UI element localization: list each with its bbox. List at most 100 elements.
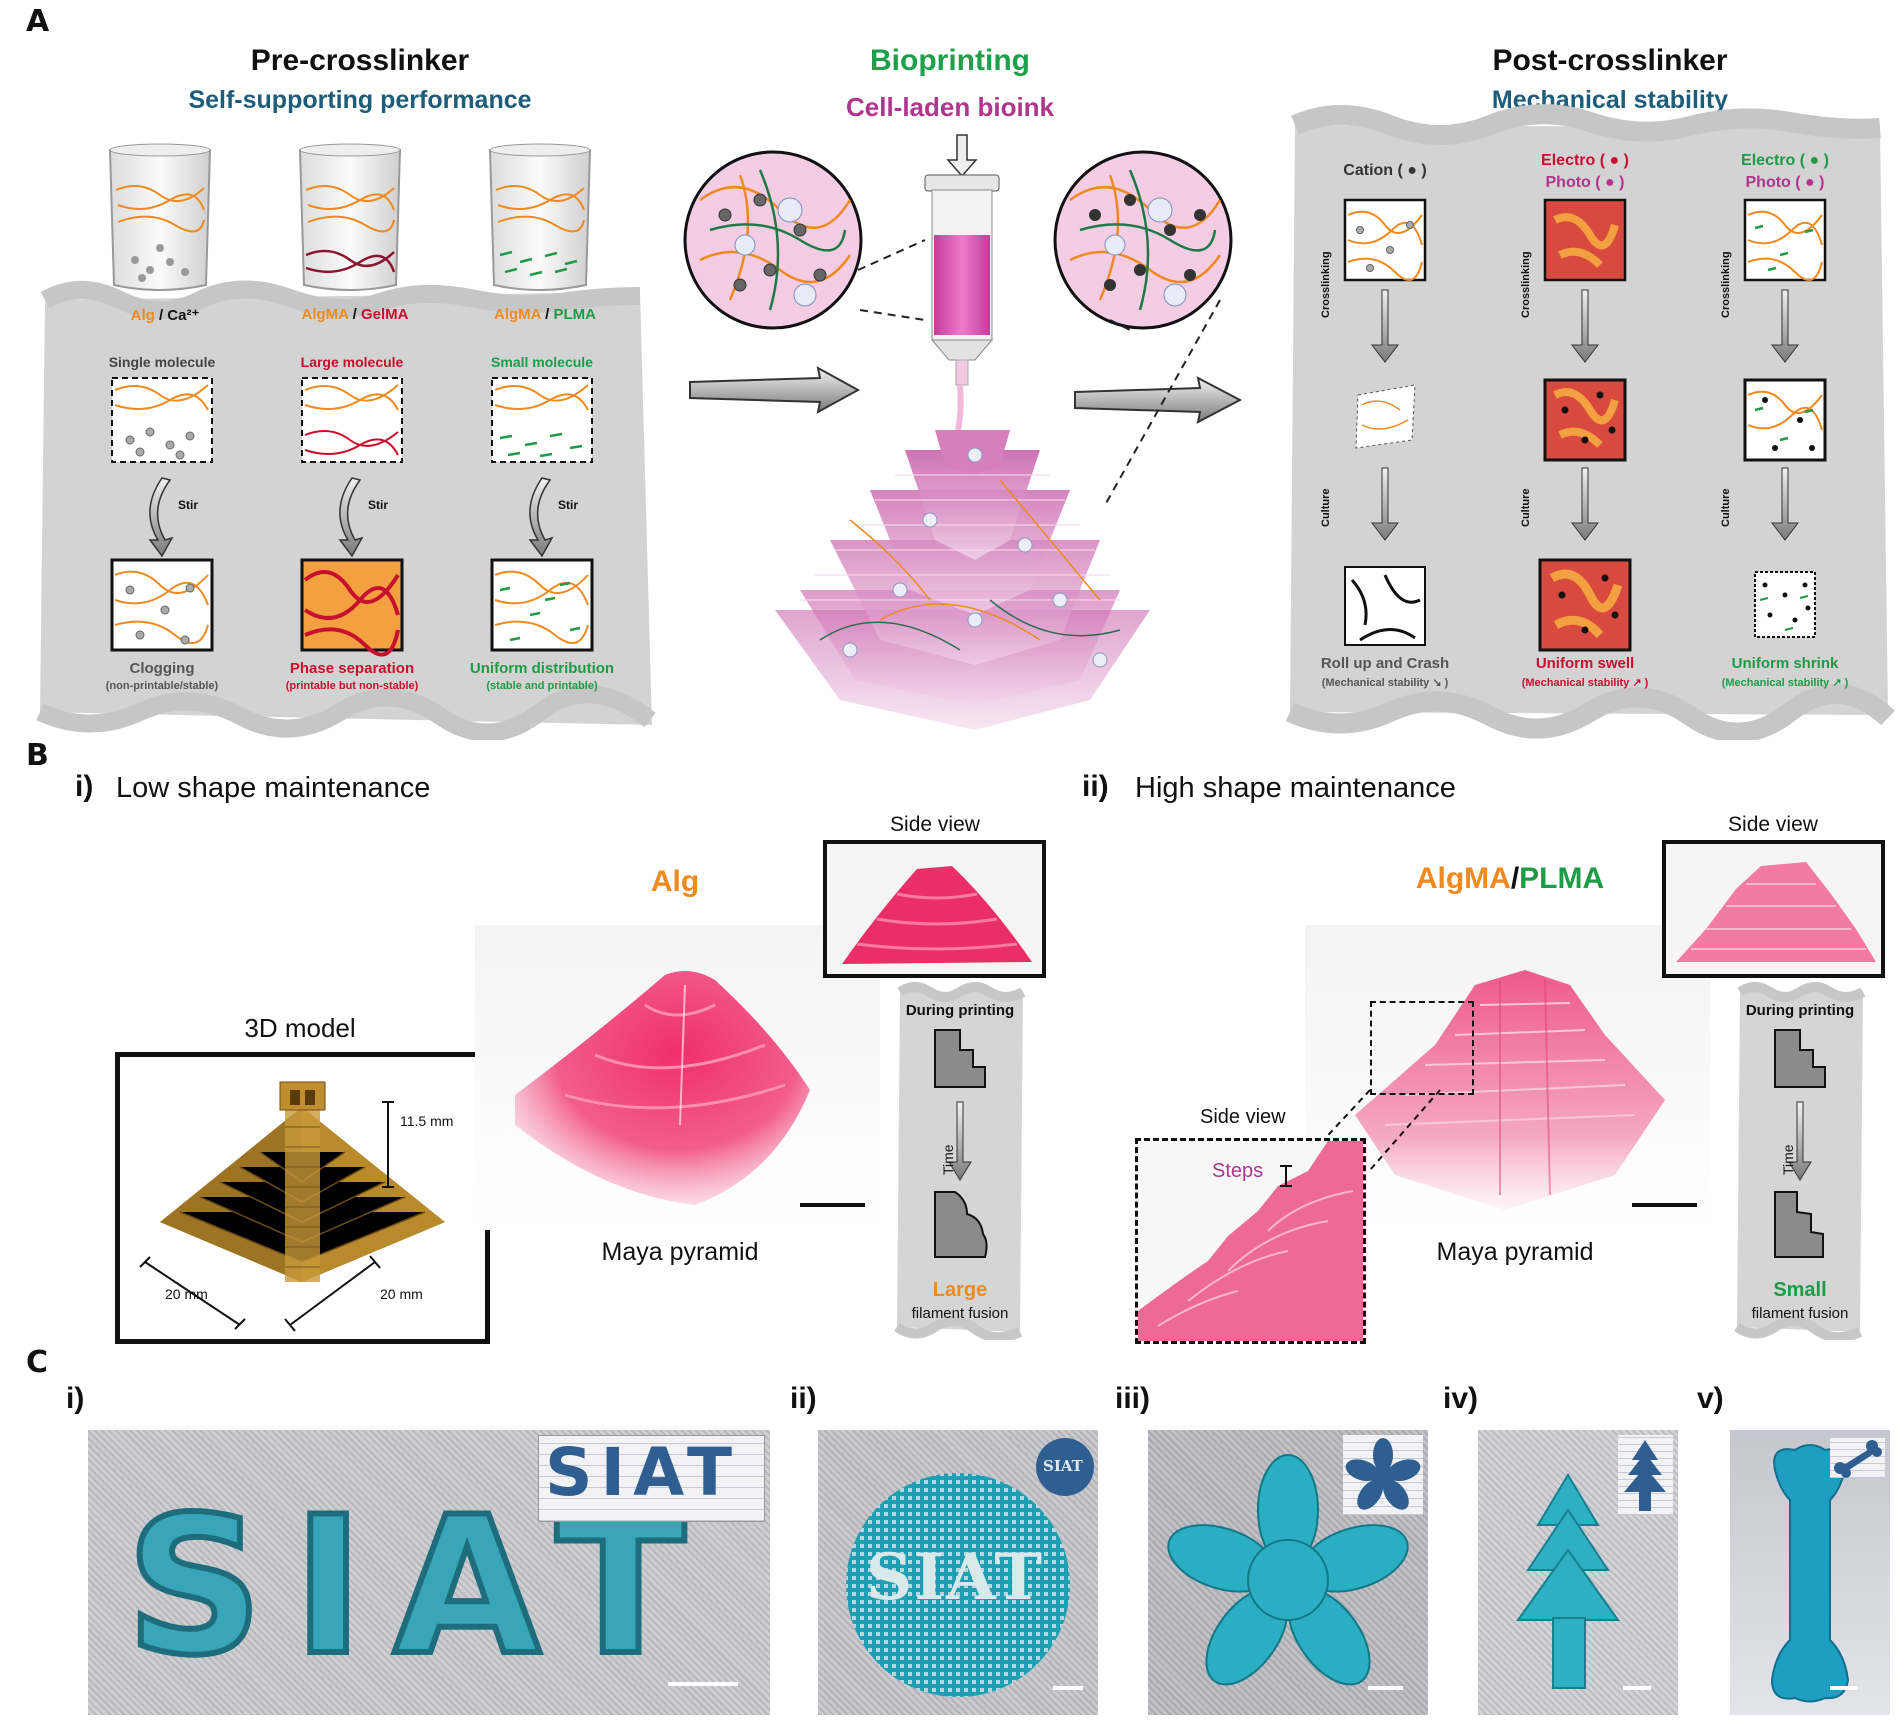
alg-during-printing: During printing (905, 1002, 1015, 1019)
post-col2-step1: Crosslinking (1520, 251, 1532, 318)
flower-icon (1345, 1438, 1421, 1510)
c-v-photo (1730, 1430, 1890, 1715)
c-v-bone (1770, 1444, 1850, 1703)
stir-arrows (148, 477, 554, 558)
alg-side-view-photo (823, 840, 1046, 978)
post-col3-step2: Culture (1720, 488, 1732, 528)
algma-scale-bar (1632, 1203, 1697, 1207)
post-col2-line2: Photo ( ● ) (1545, 174, 1625, 191)
pre-box-large-molecule (301, 377, 403, 463)
c-iii-inset (1343, 1435, 1423, 1515)
post-col1-result: Roll up and Crash (1320, 655, 1450, 672)
algma-plma-label-sep: / (1510, 862, 1520, 895)
bioprinting-subtitle: Cell-laden bioink (845, 92, 1055, 122)
algma-plma-label: AlgMA/PLMA (1370, 862, 1650, 896)
c-i-scale-bar (668, 1682, 738, 1686)
post-col3-graphics (1743, 198, 1827, 638)
pre-col3-label-sep: / (540, 306, 554, 323)
c-ii-print-text: SIAT (866, 1540, 1044, 1615)
pre-col3-label: AlgMA / PLMA (465, 306, 625, 323)
pre-col1-label-b: Ca²⁺ (167, 307, 200, 324)
post-col1-step1: Crosslinking (1320, 251, 1332, 318)
model-title: 3D model (244, 1013, 356, 1043)
tree-icon (1624, 1440, 1666, 1511)
alg-caption: Maya pyramid (601, 1238, 759, 1266)
pre-col1-label: Alg / Ca²⁺ (90, 306, 240, 324)
c-v-roman: v) (1697, 1382, 1724, 1415)
c-iii-roman: iii) (1115, 1382, 1150, 1415)
c-v-inset (1830, 1438, 1885, 1478)
b-right-roman: ii) (1082, 770, 1109, 803)
c-iii-scale-bar (1368, 1686, 1403, 1690)
c-iii-photo (1148, 1430, 1428, 1715)
zoom-lines-syringe (857, 239, 926, 321)
inset-side-view-photo (1135, 1138, 1366, 1344)
zoom-circle-syringe (683, 150, 863, 330)
model-frame (115, 1052, 490, 1344)
alg-time-label: Time (940, 1144, 956, 1175)
algma-plma-label-a: AlgMA (1415, 862, 1511, 895)
panel-a-schematic (36, 104, 1895, 740)
c-iv-photo (1478, 1430, 1678, 1715)
pre-col2-label: AlgMA / GelMA (275, 306, 435, 323)
pre-crosslinker-subtitle: Self-supporting performance (188, 86, 532, 114)
model-dim-w1: 20 mm (165, 1286, 208, 1302)
pre-col3-result: Uniform distribution (469, 660, 615, 677)
c-i-photo: SIAT SIAT (88, 1430, 770, 1715)
c-v-scale-bar (1830, 1686, 1858, 1690)
arrow-to-bioprinting (689, 366, 861, 414)
pre-result-clogging (110, 558, 214, 652)
algma-fusion-note: filament fusion (1751, 1305, 1849, 1322)
pre-col2-stir: Stir (368, 498, 389, 512)
zoom-circle-pyramid (1053, 150, 1233, 330)
pre-col1-stir: Stir (178, 498, 199, 512)
pre-col1-label-sep: / (154, 307, 168, 324)
beaker-alg (108, 143, 212, 291)
inset-side-view-label: Side view (1200, 1106, 1286, 1128)
steps-label: Steps (1212, 1160, 1264, 1182)
pre-col2-label-b: GelMA (360, 306, 409, 323)
c-ii-photo: SIAT SIAT (818, 1430, 1098, 1715)
beaker-algma-gelma (298, 143, 402, 291)
zoom-lines-pyramid (1104, 299, 1221, 506)
alg-material-label: Alg (650, 865, 700, 898)
post-col3-note: (Mechanical stability ↗ ) (1721, 677, 1849, 689)
c-iii-flower (1167, 1454, 1409, 1686)
model-dim-height: 11.5 mm (400, 1113, 454, 1129)
algma-caption: Maya pyramid (1436, 1238, 1594, 1266)
alg-side-view-label: Side view (890, 813, 980, 836)
post-col2-result: Uniform swell (1535, 655, 1635, 672)
panel-letter-c: C (26, 1345, 49, 1380)
post-col3-result: Uniform shrink (1731, 655, 1839, 672)
post-col3-line1: Electro ( ● ) (1741, 152, 1829, 169)
pre-col2-label-a: AlgMA (301, 306, 349, 323)
algma-printing-schematic (1725, 982, 1875, 1343)
post-col1-graphics (1343, 198, 1427, 646)
c-ii-inset-text: SIAT (1043, 1457, 1083, 1475)
pre-result-phase-separation (300, 558, 404, 657)
beaker-algma-plma (488, 143, 592, 291)
post-col2-line1: Electro ( ● ) (1541, 152, 1629, 169)
bone-icon (1834, 1440, 1882, 1478)
c-ii-roman: ii) (790, 1382, 817, 1415)
post-col2-graphics (1538, 198, 1632, 652)
pre-col1-note: (non-printable/stable) (105, 680, 219, 692)
c-iv-roman: iv) (1443, 1382, 1479, 1415)
pre-col3-stir: Stir (558, 498, 579, 512)
maya-model-drawing (139, 1081, 445, 1332)
c-iv-tree (1516, 1473, 1620, 1689)
c-ii-scale-bar (1053, 1686, 1083, 1690)
post-col2-note: (Mechanical stability ↗ ) (1521, 677, 1649, 689)
panel-letter-b: B (26, 738, 49, 773)
syringe (924, 134, 1000, 431)
alg-fusion-note: filament fusion (911, 1305, 1009, 1322)
pre-col2-label-sep: / (348, 306, 361, 323)
pre-col3-label-a: AlgMA (494, 306, 541, 323)
post-col2-step2: Culture (1520, 488, 1532, 528)
alg-fusion-word: Large (932, 1279, 988, 1301)
algma-side-view-label: Side view (1728, 813, 1818, 836)
alg-pyramid-photo (475, 925, 880, 1230)
pre-box-single-molecule (111, 377, 213, 463)
panel-letter-a: A (26, 4, 50, 39)
algma-plma-label-b: PLMA (1519, 862, 1605, 895)
